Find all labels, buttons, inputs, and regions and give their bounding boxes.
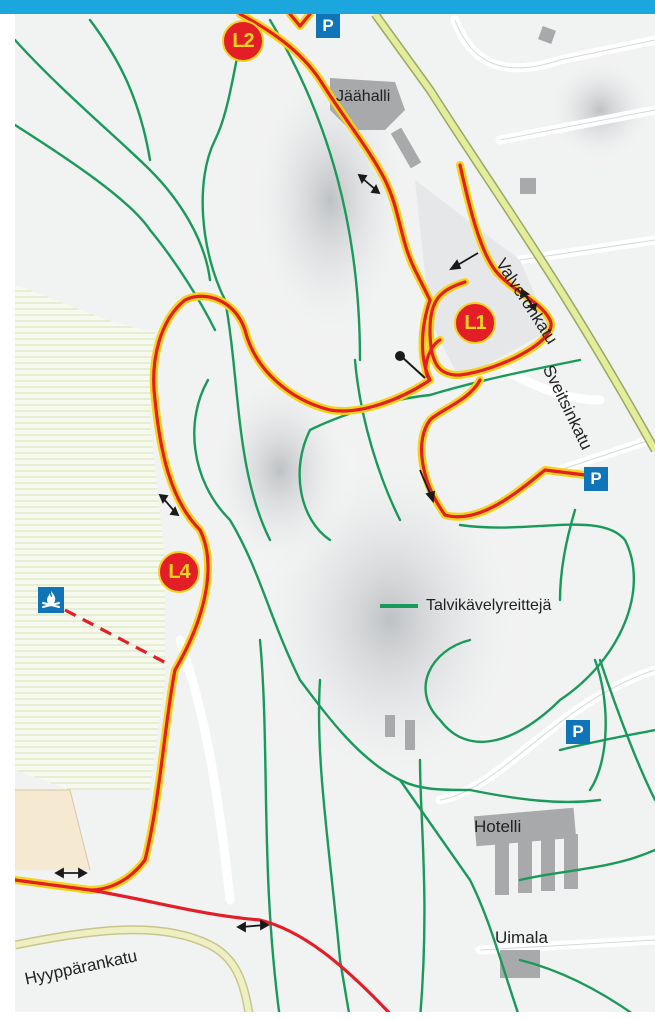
campfire-icon[interactable] (38, 587, 64, 613)
place-label-jaahalli: Jäähalli (336, 88, 391, 105)
valveronkatu-road (372, 12, 655, 452)
hill-shade (200, 360, 360, 580)
parking-icon[interactable]: P (316, 14, 340, 38)
left-margin (0, 14, 15, 1019)
loop-marker-l1[interactable]: L1 (454, 302, 496, 344)
map-legend: Talvikävelyreittejä (380, 597, 551, 615)
hill-shade (540, 50, 655, 170)
direction-arrow-icon (54, 173, 538, 933)
ski-trails (13, 12, 587, 892)
bottom-margin (0, 1012, 655, 1019)
street-outline (439, 19, 655, 951)
hyypparankatu-road (14, 926, 253, 1019)
pin-marker-head (395, 351, 405, 361)
place-label-uimala: Uimala (495, 928, 548, 947)
ski-trail-connector (89, 888, 397, 1019)
loop-marker-l2[interactable]: L2 (222, 20, 264, 62)
parking-icon[interactable]: P (584, 467, 608, 491)
campfire-icon-graphic (42, 591, 60, 608)
sand-field-edge (15, 789, 91, 871)
sand-field-area (15, 790, 90, 870)
legend-label: Talvikävelyreittejä (426, 597, 552, 614)
buildings (330, 26, 578, 978)
open-field-area (15, 285, 165, 790)
sports-field (415, 180, 550, 380)
legend-walking-route-swatch (380, 604, 418, 608)
top-accent-bar (0, 0, 655, 14)
loop-marker-l4[interactable]: L4 (158, 551, 200, 593)
parking-icon[interactable]: P (566, 720, 590, 744)
place-label-hotelli: Hotelli (474, 817, 522, 836)
pin-marker (401, 356, 426, 379)
